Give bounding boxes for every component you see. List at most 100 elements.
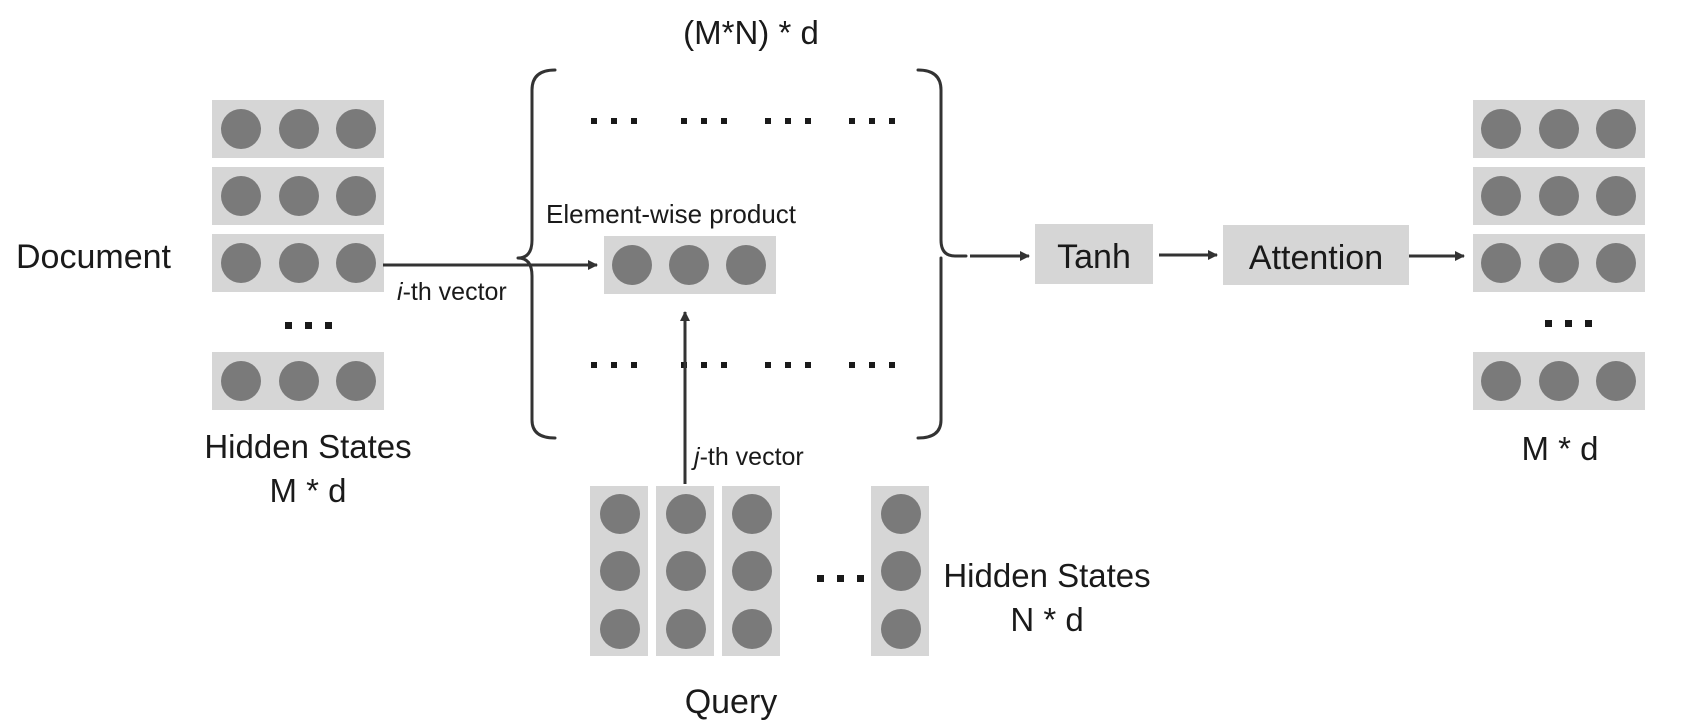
hidden-unit [1539, 243, 1579, 283]
output-hidden-states [1473, 100, 1645, 410]
query-hidden-states [590, 486, 929, 656]
hidden-unit [732, 494, 772, 534]
hidden-unit [1481, 176, 1521, 216]
hidden-unit [1596, 361, 1636, 401]
ellipsis-dot [785, 362, 791, 368]
ellipsis-dot [305, 322, 312, 329]
query-vector-column [590, 486, 648, 656]
hidden-unit [726, 245, 766, 285]
hidden-unit [336, 176, 376, 216]
matrix-ellipsis-bottom [591, 362, 895, 368]
query-vector-column [656, 486, 714, 656]
ellipsis-dot [681, 118, 687, 124]
hidden-unit [1596, 109, 1636, 149]
output-caption-dims: M * d [1521, 430, 1598, 467]
i-th-vector-label: i-th vector [397, 278, 507, 306]
ellipsis-dot [837, 575, 844, 582]
output-vector-row [1473, 167, 1645, 225]
query-vector-column [722, 486, 780, 656]
ellipsis-dot [591, 362, 597, 368]
hidden-unit [666, 551, 706, 591]
ellipsis-dot [817, 575, 824, 582]
ellipsis-dot [611, 362, 617, 368]
hidden-unit [221, 176, 261, 216]
query-vector-column [871, 486, 929, 656]
document-vector-row [212, 100, 384, 158]
element-wise-product-vector [604, 236, 776, 294]
hidden-unit [336, 361, 376, 401]
document-vector-row [212, 167, 384, 225]
hidden-unit [1481, 109, 1521, 149]
hidden-unit [279, 176, 319, 216]
hidden-unit [1539, 109, 1579, 149]
hidden-unit [732, 609, 772, 649]
ellipsis-dot [849, 118, 855, 124]
ellipsis-dot [701, 362, 707, 368]
ellipsis-dot [857, 575, 864, 582]
hidden-unit [279, 109, 319, 149]
hidden-unit [336, 243, 376, 283]
document-vector-row [212, 234, 384, 292]
ellipsis-dot [721, 118, 727, 124]
ellipsis-dot [765, 362, 771, 368]
hidden-unit [1539, 361, 1579, 401]
matrix-left-bracket [516, 68, 557, 440]
hidden-unit [221, 109, 261, 149]
ellipsis-dot [631, 362, 637, 368]
query-ellipsis [817, 575, 864, 582]
document-caption-hidden-states: Hidden States [204, 428, 411, 465]
ellipsis-dot [849, 362, 855, 368]
tanh-label: Tanh [1057, 238, 1131, 276]
ellipsis-dot [591, 118, 597, 124]
hidden-unit [732, 551, 772, 591]
hidden-unit [600, 494, 640, 534]
output-vector-row [1473, 100, 1645, 158]
attention-box [1223, 225, 1409, 285]
ellipsis-dot [631, 118, 637, 124]
output-vector-row [1473, 352, 1645, 410]
ellipsis-dot [805, 118, 811, 124]
hidden-unit [1481, 243, 1521, 283]
product-vector-row [604, 236, 776, 294]
matrix-ellipsis-top [591, 118, 895, 124]
query-caption-dims: N * d [1010, 601, 1083, 638]
hidden-unit [1481, 361, 1521, 401]
ellipsis-dot [889, 362, 895, 368]
hidden-unit [1596, 176, 1636, 216]
ellipsis-dot [1585, 320, 1592, 327]
hidden-unit [612, 245, 652, 285]
document-vector-row [212, 352, 384, 410]
hidden-unit [666, 609, 706, 649]
ellipsis-dot [889, 118, 895, 124]
attention-label: Attention [1249, 239, 1383, 277]
ellipsis-dot [1565, 320, 1572, 327]
hidden-unit [881, 551, 921, 591]
output-vector-row [1473, 234, 1645, 292]
matrix-right-bracket [916, 68, 968, 440]
ellipsis-dot [721, 362, 727, 368]
hidden-unit [669, 245, 709, 285]
hidden-unit [600, 609, 640, 649]
hidden-unit [279, 361, 319, 401]
document-label: Document [16, 238, 172, 276]
ellipsis-dot [1545, 320, 1552, 327]
document-caption-dims: M * d [269, 472, 346, 509]
ellipsis-dot [785, 118, 791, 124]
matrix-dims-label: (M*N) * d [683, 14, 819, 51]
document-hidden-states [212, 100, 384, 410]
ellipsis-dot [805, 362, 811, 368]
hidden-unit [221, 361, 261, 401]
hidden-unit [336, 109, 376, 149]
hidden-unit [1539, 176, 1579, 216]
hidden-unit [881, 609, 921, 649]
hidden-unit [279, 243, 319, 283]
query-caption-hidden-states: Hidden States [943, 557, 1150, 594]
element-wise-product-label: Element-wise product [546, 199, 797, 229]
ellipsis-dot [611, 118, 617, 124]
ellipsis-dot [325, 322, 332, 329]
ellipsis-dot [285, 322, 292, 329]
j-th-vector-label: j-th vector [691, 443, 804, 471]
ellipsis-dot [869, 118, 875, 124]
hidden-unit [666, 494, 706, 534]
tanh-box [1035, 224, 1153, 284]
